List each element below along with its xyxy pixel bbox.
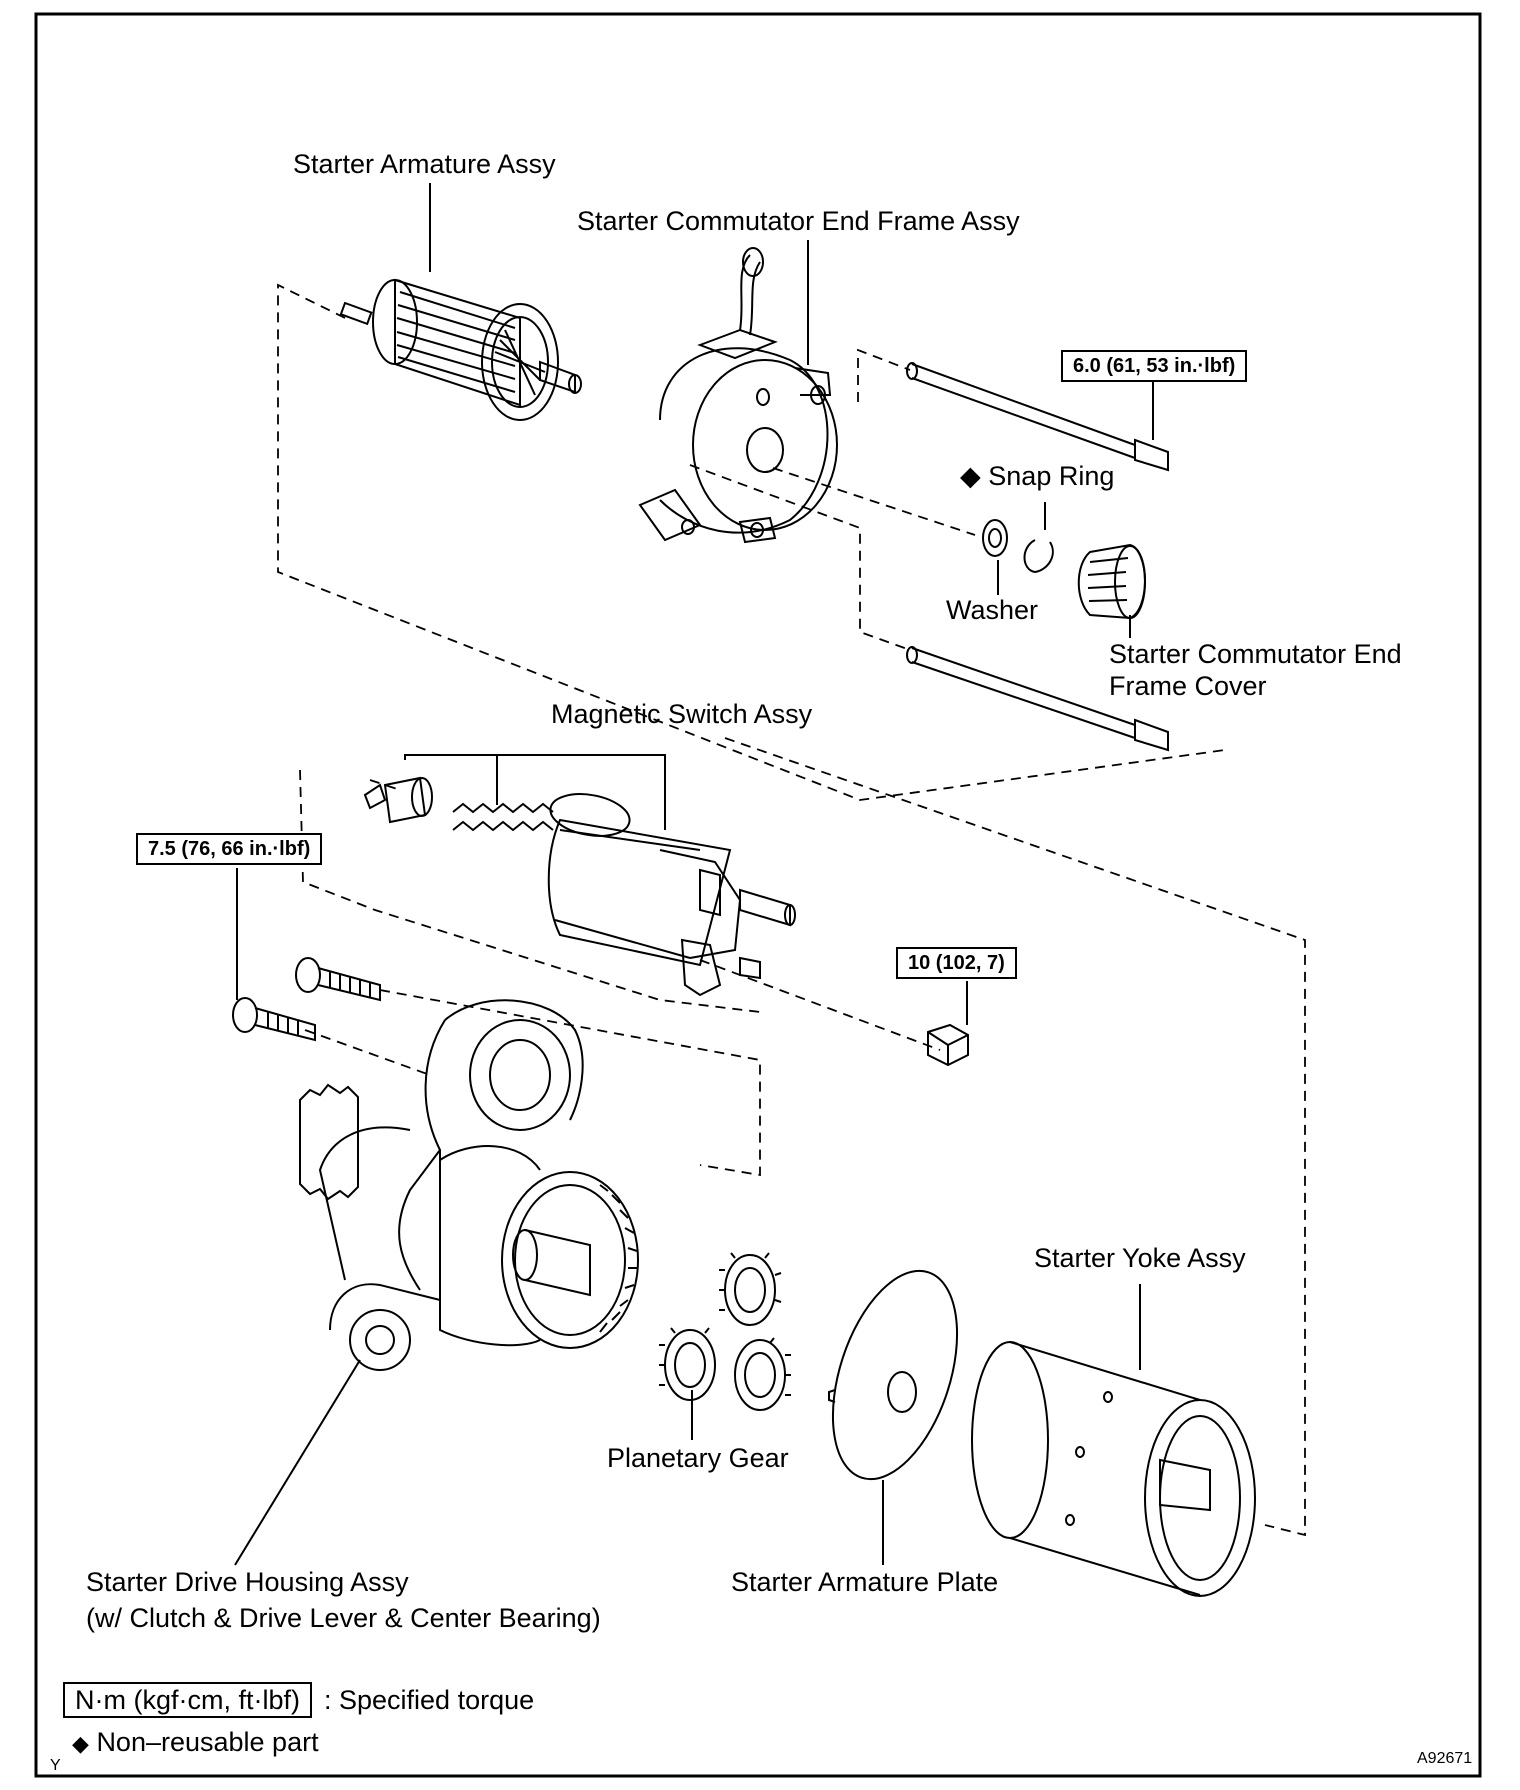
torque-through-bolt: 6.0 (61, 53 in.·lbf) bbox=[1061, 350, 1248, 382]
planetary-gear-label: Planetary Gear bbox=[607, 1443, 789, 1473]
torque-terminal-nut: 10 (102, 7) bbox=[896, 947, 1017, 979]
armature-plate-label: Starter Armature Plate bbox=[731, 1567, 999, 1597]
washer-label: Washer bbox=[946, 595, 1039, 625]
torque-housing-bolt: 7.5 (76, 66 in.·lbf) bbox=[136, 833, 323, 865]
housing-bolts-drawing bbox=[232, 957, 381, 1042]
commutator-frame-drawing bbox=[638, 247, 838, 544]
planetary-gears-drawing bbox=[659, 1252, 791, 1411]
drive-housing-drawing bbox=[299, 999, 639, 1371]
terminal-nut-drawing bbox=[927, 1023, 969, 1067]
legend-diamond-symbol: ◆ bbox=[72, 1731, 89, 1756]
snap-ring-label: ◆ Snap Ring bbox=[960, 460, 1114, 492]
through-bolts-drawing bbox=[906, 362, 1169, 752]
legend-nonreusable: ◆ Non–reusable part bbox=[72, 1726, 319, 1760]
assembly-dashed-lines bbox=[277, 283, 1306, 1537]
drive-housing-label-line1: Starter Drive Housing Assy bbox=[86, 1567, 409, 1597]
legend-torque-desc: : Specified torque bbox=[324, 1685, 535, 1715]
legend-torque-unit-box: N·m (kgf·cm, ft·lbf) bbox=[63, 1682, 312, 1718]
yoke-label: Starter Yoke Assy bbox=[1034, 1243, 1246, 1273]
commutator-frame-label: Starter Commutator End Frame Assy bbox=[577, 206, 1020, 236]
armature-drawing bbox=[339, 278, 582, 421]
armature-label: Starter Armature Assy bbox=[293, 149, 556, 179]
non-reusable-diamond: ◆ bbox=[960, 461, 981, 491]
leader-lines bbox=[234, 183, 1154, 1566]
drive-housing-label-line2: (w/ Clutch & Drive Lever & Center Bearin… bbox=[86, 1603, 601, 1633]
washer-snapring-cover-drawing bbox=[982, 519, 1146, 620]
cover-label-line2: Frame Cover bbox=[1109, 671, 1267, 701]
snap-ring-text: Snap Ring bbox=[988, 461, 1115, 491]
magnetic-switch-drawing bbox=[363, 776, 796, 997]
corner-mark: Y bbox=[50, 1757, 61, 1774]
legend-nonreusable-text: Non–reusable part bbox=[96, 1727, 319, 1757]
magnetic-switch-label: Magnetic Switch Assy bbox=[551, 699, 813, 729]
figure-id: A92671 bbox=[1417, 1750, 1473, 1767]
figure-border bbox=[34, 12, 1482, 1778]
yoke-drawing bbox=[971, 1341, 1256, 1597]
armature-plate-drawing bbox=[828, 1269, 959, 1481]
cover-label-line1: Starter Commutator End bbox=[1109, 639, 1402, 669]
